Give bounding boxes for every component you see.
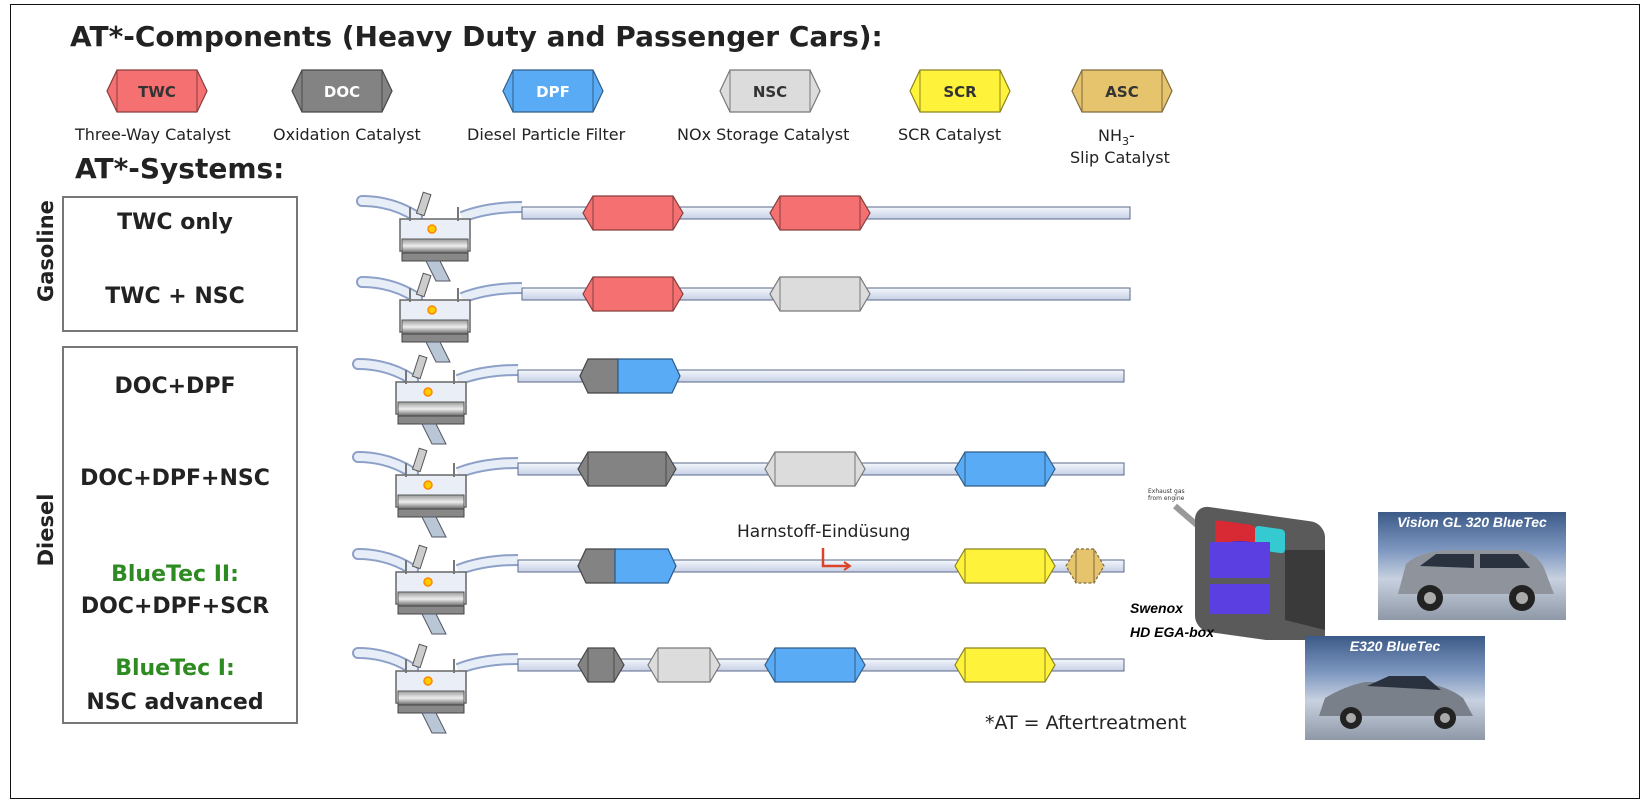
catalyst-nsc xyxy=(770,277,870,311)
catalyst-doc xyxy=(580,359,618,393)
urea-injection-label: Harnstoff-Eindüsung xyxy=(737,522,910,542)
exhaust-line-4 xyxy=(358,545,1124,634)
catalyst-doc xyxy=(578,549,615,583)
swenox-ega-box-image xyxy=(1145,480,1345,640)
footnote: *AT = Aftertreatment xyxy=(985,712,1187,734)
swenox-label: Swenox xyxy=(1130,600,1183,616)
exhaust-line-2 xyxy=(358,355,1124,444)
catalyst-twc xyxy=(583,196,683,230)
exhaust-line-1 xyxy=(362,273,1130,362)
catalyst-twc xyxy=(770,196,870,230)
sedan-icon xyxy=(1305,636,1485,740)
ega-box-label: HD EGA-box xyxy=(1130,624,1214,640)
catalyst-dpf xyxy=(615,549,676,583)
exhaust-line-0 xyxy=(362,192,1130,281)
vision-gl-photo: Vision GL 320 BlueTec xyxy=(1378,512,1566,620)
catalyst-doc xyxy=(578,452,676,486)
catalyst-scr xyxy=(955,648,1055,682)
catalyst-dpf xyxy=(618,359,680,393)
exhaust-caption: Exhaust gas from engine xyxy=(1148,488,1188,502)
catalyst-dpf xyxy=(765,648,865,682)
catalyst-doc xyxy=(578,648,624,682)
catalyst-twc xyxy=(583,277,683,311)
catalyst-dpf xyxy=(955,452,1055,486)
catalyst-nsc xyxy=(765,452,865,486)
catalyst-asc xyxy=(1066,549,1104,583)
catalyst-scr xyxy=(955,549,1055,583)
catalyst-nsc xyxy=(648,648,720,682)
suv-icon xyxy=(1378,512,1566,620)
e320-photo: E320 BlueTec xyxy=(1305,636,1485,740)
